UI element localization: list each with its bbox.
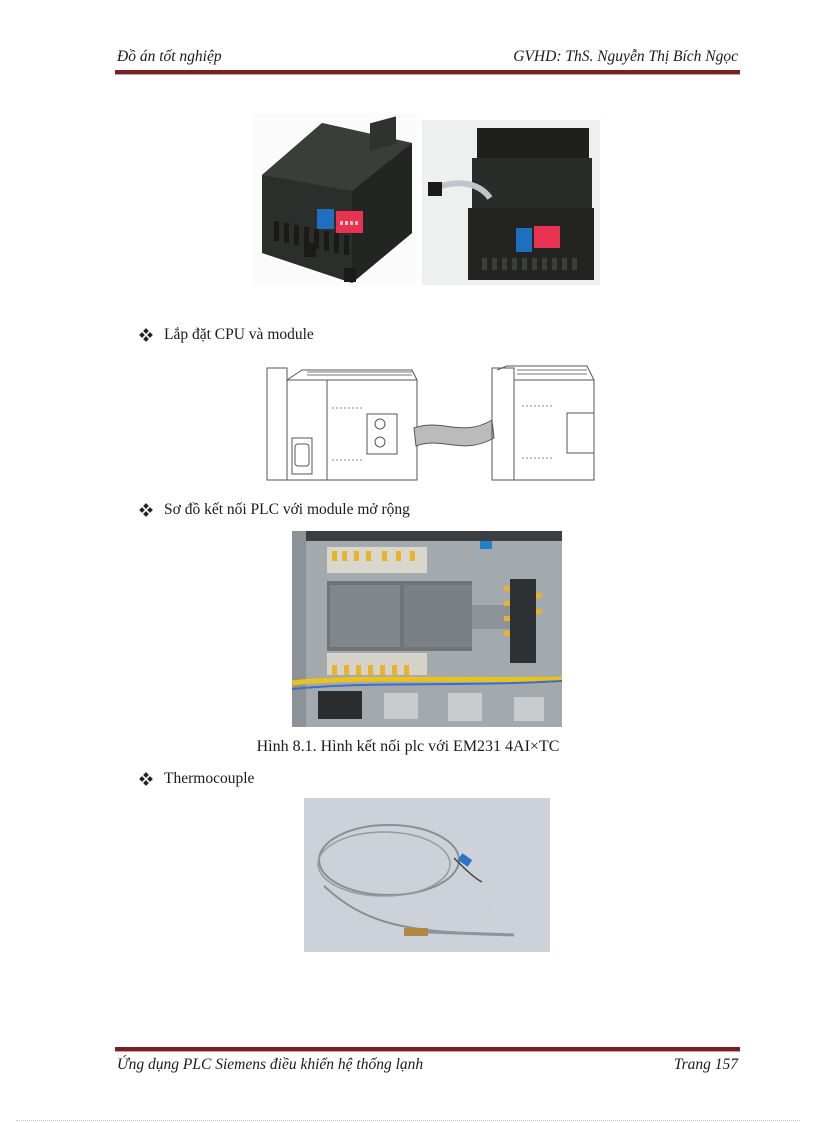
page-header: Đồ án tốt nghiệp GVHD: ThS. Nguyễn Thị B… <box>115 46 740 66</box>
bullet-item: Lắp đặt CPU và module <box>139 326 314 344</box>
figure-caption: Hình 8.1. Hình kết nối plc với EM231 4AI… <box>256 738 560 755</box>
bullet-item: Thermocouple <box>139 770 255 788</box>
bullet-text: Thermocouple <box>164 770 255 787</box>
page-footer: Ứng dụng PLC Siemens điều khiển hệ thống… <box>115 1056 740 1076</box>
page-boundary <box>16 1120 800 1122</box>
header-rule <box>115 70 740 75</box>
footer-rule <box>115 1047 740 1052</box>
thermocouple-photo <box>304 798 550 952</box>
bullet-text: Sơ đồ kết nối PLC với module mở rộng <box>164 501 410 518</box>
page-number: Trang 157 <box>673 1056 738 1073</box>
footer-title: Ứng dụng PLC Siemens điều khiển hệ thống… <box>117 1056 424 1073</box>
cpu-module-connection-drawing <box>262 358 602 486</box>
diamond-bullet-icon <box>139 328 153 342</box>
em231-module-photo-closed <box>252 113 417 285</box>
header-advisor: GVHD: ThS. Nguyễn Thị Bích Ngọc <box>513 48 738 65</box>
diamond-bullet-icon <box>139 772 153 786</box>
header-title: Đồ án tốt nghiệp <box>117 48 222 65</box>
em231-module-photo-open <box>422 120 600 285</box>
bullet-item: Sơ đồ kết nối PLC với module mở rộng <box>139 501 410 519</box>
bullet-text: Lắp đặt CPU và module <box>164 326 314 343</box>
control-panel-photo <box>292 531 562 727</box>
diamond-bullet-icon <box>139 503 153 517</box>
